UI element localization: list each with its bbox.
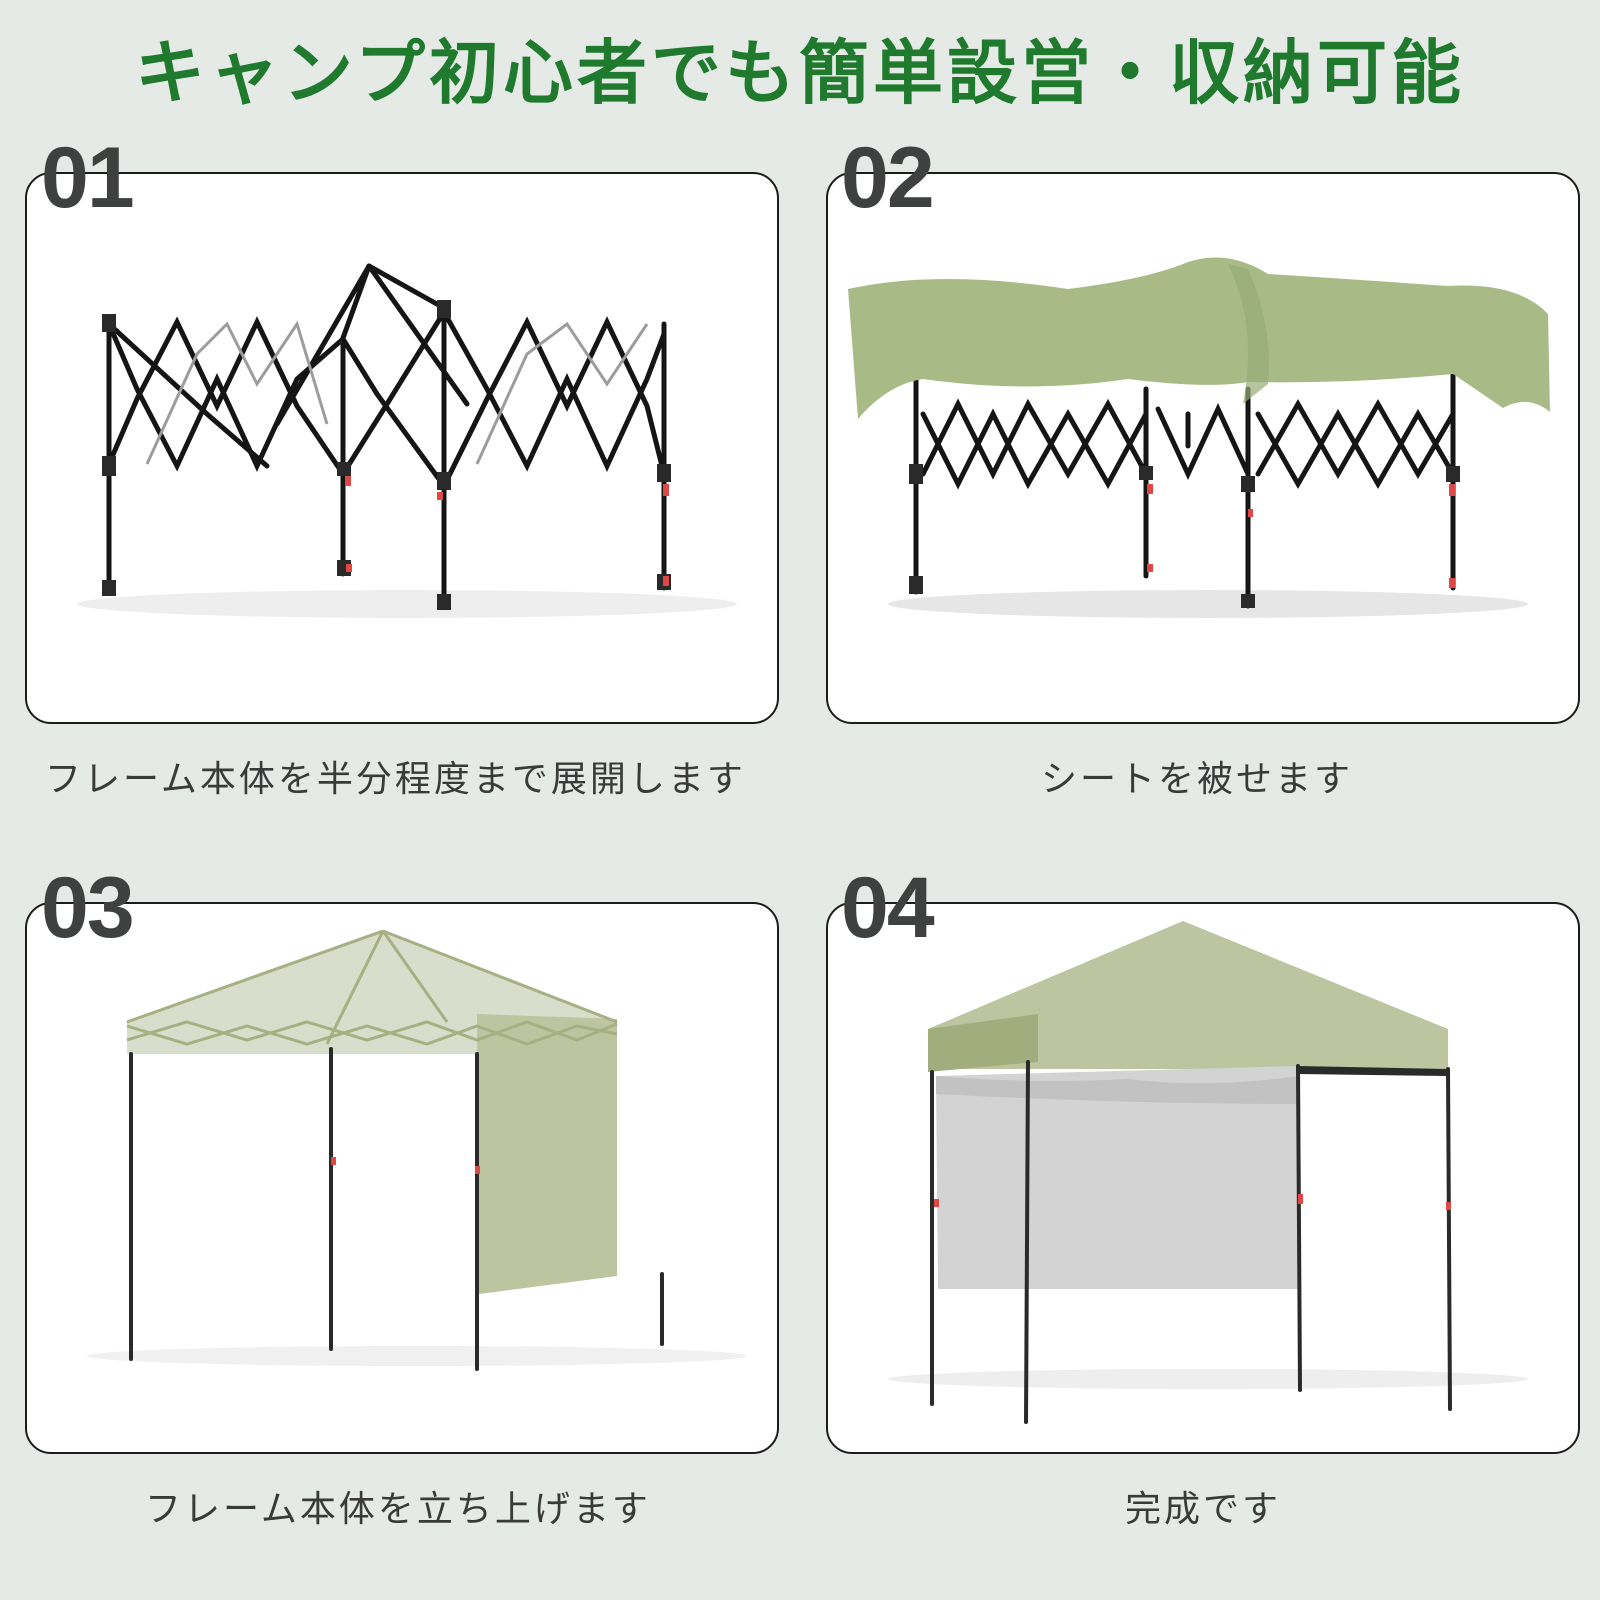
- step-image-card: [826, 172, 1580, 724]
- tent-complete-image: [888, 921, 1528, 1424]
- step-image-card: [25, 172, 779, 724]
- page-title: キャンプ初心者でも簡単設営・収納可能: [135, 32, 1465, 114]
- step-number: 04: [841, 860, 935, 956]
- tent-raised-image: [87, 929, 747, 1371]
- step-image-card: [25, 902, 779, 1454]
- step-caption: 完成です: [1125, 1489, 1282, 1530]
- tent-cover-draped-image: [848, 257, 1550, 618]
- step-image-card: [826, 902, 1580, 1454]
- step-number: 03: [41, 860, 135, 956]
- step-caption: フレーム本体を半分程度まで展開します: [45, 759, 746, 800]
- step-caption: フレーム本体を立ち上げます: [145, 1489, 651, 1530]
- step-number: 02: [841, 130, 935, 226]
- tent-frame-image: [77, 263, 737, 618]
- step-number: 01: [41, 130, 135, 226]
- step-caption: シートを被せます: [1041, 759, 1354, 800]
